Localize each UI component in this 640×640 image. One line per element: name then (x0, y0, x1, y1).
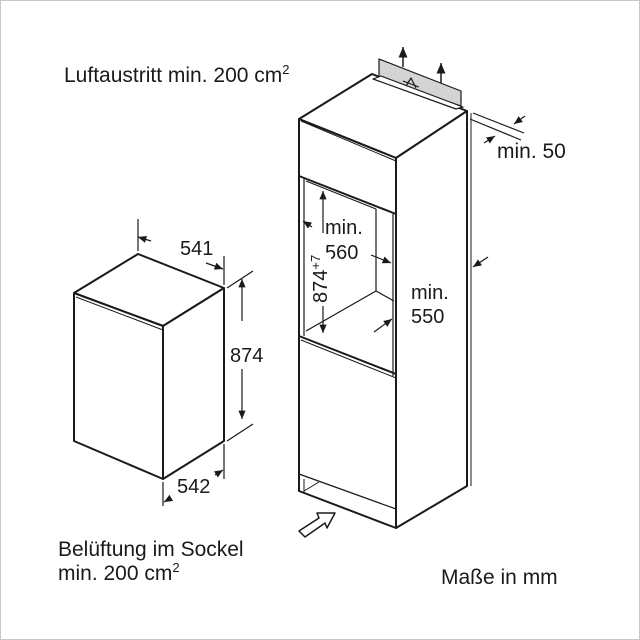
appliance-depth: 542 (177, 476, 211, 498)
air-outlet-label: Luftaustritt min. 200 cm2 (64, 62, 290, 87)
plinth-vent-label-line1: Belüftung im Sockel (58, 538, 244, 561)
appliance-height: 874 (230, 345, 264, 367)
gap-dimension (469, 112, 526, 144)
appliance-box (73, 253, 225, 480)
appliance-dimension-lines (137, 219, 254, 506)
gap-label: min. 50 (497, 140, 566, 163)
niche-width-line1: min. (325, 217, 363, 239)
cabinet-depth-line2: 550 (411, 306, 445, 328)
units-label: Maße in mm (441, 566, 558, 589)
plinth-vent-label-line2: min. 200 cm2 (58, 560, 180, 585)
niche-height: 874+7 (308, 254, 332, 303)
air-in-arrow (298, 512, 336, 538)
niche-width-line2: 560 (325, 242, 359, 264)
appliance-width: 541 (180, 238, 214, 260)
vent-grille (372, 47, 464, 110)
niche-dimensions (302, 191, 489, 333)
cabinet-depth-line1: min. (411, 282, 449, 304)
